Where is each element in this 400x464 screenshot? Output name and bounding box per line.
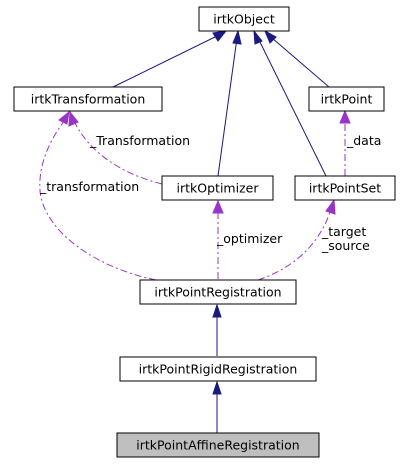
node-label: irtkPointRigidRegistration <box>139 362 298 377</box>
edge-labels: _Transformation _transformation _optimiz… <box>39 133 381 253</box>
node-irtk-optimizer[interactable]: irtkOptimizer <box>161 175 274 201</box>
label-optimizer: _optimizer <box>216 231 283 246</box>
node-irtk-point-registration[interactable]: irtkPointRegistration <box>139 279 297 305</box>
edge-registration-uses-transformation <box>39 120 157 281</box>
usage-edges <box>39 109 351 281</box>
label-source: _source <box>321 238 370 253</box>
edge-transformation-to-object <box>112 34 220 88</box>
node-irtk-point-rigid-registration[interactable]: irtkPointRigidRegistration <box>119 356 317 382</box>
arrowhead-pointset-to-object <box>253 29 263 45</box>
node-label: irtkOptimizer <box>177 181 260 196</box>
node-irtk-transformation[interactable]: irtkTransformation <box>13 86 163 112</box>
edge-point-to-object <box>271 37 330 88</box>
node-label: irtkObject <box>213 12 275 27</box>
edge-optimizer-uses-transformation <box>73 120 163 185</box>
node-irtk-point[interactable]: irtkPoint <box>308 86 385 112</box>
arrowhead-registration-uses-transformation <box>58 110 70 125</box>
node-irtk-object[interactable]: irtkObject <box>198 6 290 32</box>
arrowhead-registration-uses-pointset <box>325 198 336 215</box>
label-target: _target <box>321 224 366 239</box>
label-transformation-lower: _transformation <box>39 179 139 194</box>
label-data: _data <box>346 133 381 148</box>
arrowhead-point-to-object <box>263 29 277 44</box>
edge-registration-uses-pointset <box>257 208 332 281</box>
edge-pointset-to-object <box>257 37 327 177</box>
node-label: irtkTransformation <box>31 92 146 107</box>
node-label: irtkPoint <box>321 92 373 107</box>
arrowhead-affine-to-rigid <box>212 380 222 395</box>
arrowhead-transformation-to-object <box>212 30 228 42</box>
arrowhead-optimizer-uses-transformation <box>68 110 79 127</box>
node-label: irtkPointRegistration <box>154 285 281 300</box>
label-transformation-upper: _Transformation <box>89 133 190 148</box>
arrowhead-registration-uses-optimizer <box>212 199 224 214</box>
node-irtk-point-set[interactable]: irtkPointSet <box>294 175 396 201</box>
edge-optimizer-to-object <box>217 37 238 177</box>
node-irtk-point-affine-registration[interactable]: irtkPointAffineRegistration <box>116 432 320 458</box>
arrowhead-rigid-to-registration <box>212 303 222 318</box>
node-label: irtkPointAffineRegistration <box>136 438 299 453</box>
arrowhead-optimizer-to-object <box>232 29 242 45</box>
arrowhead-pointset-uses-point <box>339 109 351 124</box>
node-label: irtkPointSet <box>309 181 381 196</box>
inheritance-edges <box>112 29 330 433</box>
